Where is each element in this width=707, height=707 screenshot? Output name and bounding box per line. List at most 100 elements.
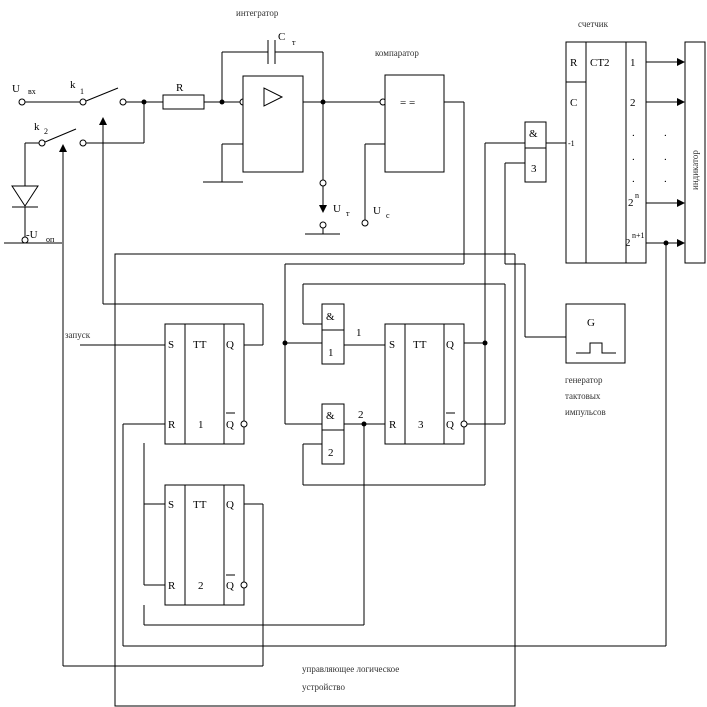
- and1-output-label: 1: [356, 327, 362, 339]
- ff3-s: S: [389, 339, 395, 351]
- ff3-qn: Q: [446, 419, 454, 431]
- k1-contact-left: [79, 98, 87, 106]
- and2-number: 2: [328, 447, 334, 459]
- integrator-caption: интегратор: [236, 8, 279, 18]
- ff2-s: S: [168, 499, 174, 511]
- indicator-block: [684, 41, 706, 264]
- indicator-caption: индикатор: [690, 150, 700, 190]
- counter-clock: C: [570, 97, 577, 109]
- ff3-tt: TT: [413, 339, 427, 351]
- ff1-tt: TT: [193, 339, 207, 351]
- u-ref-label: -U: [26, 229, 38, 241]
- ff2-tt: TT: [193, 499, 207, 511]
- comparator-symbol: = =: [400, 97, 415, 109]
- ff1-s: S: [168, 339, 174, 351]
- u-ref-sub: оп: [46, 235, 55, 244]
- ff3-number: 3: [418, 419, 424, 431]
- counter-out-n1: 2: [625, 237, 631, 249]
- generator-symbol: G: [587, 317, 595, 329]
- indicator-dot: .: [664, 173, 667, 185]
- counter-enable: -1: [568, 139, 575, 148]
- ff2-q: Q: [226, 499, 234, 511]
- counter-dot: .: [632, 127, 635, 139]
- indicator-dot: .: [664, 127, 667, 139]
- indicator-section: индикатор: [684, 41, 706, 264]
- generator-caption-2: тактовых: [565, 391, 601, 401]
- counter-out-1: 1: [630, 57, 636, 69]
- counter-out-n1-sup: n+1: [632, 231, 645, 240]
- k2-sub: 2: [44, 127, 48, 136]
- comparator-section: компаратор = = U с: [284, 48, 465, 343]
- ff1-number: 1: [198, 419, 204, 431]
- ff2-r: R: [168, 580, 176, 592]
- resistor-r: [162, 94, 205, 110]
- generator-caption-3: импульсов: [565, 407, 606, 417]
- u-c-label: U: [373, 205, 381, 217]
- ff1-r: R: [168, 419, 176, 431]
- and1-symbol: &: [326, 311, 335, 323]
- control-logic-caption-1: управляющее логическое: [302, 664, 399, 674]
- k2-contact-right: [79, 139, 87, 147]
- generator-section: G генератор тактовых импульсов: [504, 192, 626, 417]
- k1-switch: [85, 87, 119, 102]
- integrator-opamp-block: [242, 75, 304, 173]
- control-logic-caption-2: устройство: [302, 682, 345, 692]
- u-in-terminal: [18, 98, 26, 106]
- capacitor-sub: т: [292, 38, 296, 47]
- resistor-label: R: [176, 82, 184, 94]
- diode-icon: [11, 185, 39, 207]
- counter-out-2: 2: [630, 97, 636, 109]
- integrator-section: интегратор R C т U т: [162, 8, 380, 235]
- ff3-q: Q: [446, 339, 454, 351]
- counter-caption: счетчик: [578, 19, 609, 29]
- counter-out-n: 2: [628, 197, 634, 209]
- and2-output-label: 2: [358, 409, 364, 421]
- clock-generator-block: [565, 303, 626, 364]
- input-section: U вх k 1 k 2 -U оп: [4, 79, 165, 666]
- k1-label: k: [70, 79, 76, 91]
- and3-symbol: &: [529, 128, 538, 140]
- counter-title: CT2: [590, 57, 610, 69]
- and1-block: [321, 303, 345, 365]
- flipflop-1: [164, 323, 245, 445]
- k2-label: k: [34, 121, 40, 133]
- indicator-dot: .: [664, 151, 667, 163]
- flipflop-2: [164, 484, 245, 606]
- counter-out-n-sup: n: [635, 191, 639, 200]
- pulse-icon: [576, 342, 616, 354]
- u-in-label: U: [12, 83, 20, 95]
- start-caption: запуск: [65, 330, 91, 340]
- k2-switch: [44, 128, 77, 143]
- and2-symbol: &: [326, 410, 335, 422]
- ff1-q: Q: [226, 339, 234, 351]
- comparator-caption: компаратор: [375, 48, 419, 58]
- control-logic-section: запуск S R TT 1 Q Q S R TT 2 Q Q: [63, 253, 516, 707]
- u-t-sub: т: [346, 209, 350, 218]
- counter-dot: .: [632, 173, 635, 185]
- counter-section: счетчик R C -1 CT2 1 2 . . . 2 n 2 n+1 .…: [122, 19, 685, 647]
- k1-sub: 1: [80, 87, 84, 96]
- opamp-triangle-icon: [263, 87, 284, 107]
- capacitor-label: C: [278, 31, 285, 43]
- and3-block: [524, 121, 547, 183]
- u-in-sub: вх: [28, 87, 36, 96]
- ff3-r: R: [389, 419, 397, 431]
- counter-reset: R: [570, 57, 578, 69]
- and2-block: [321, 403, 345, 465]
- generator-caption-1: генератор: [565, 375, 603, 385]
- counter-block: [565, 41, 647, 264]
- ff2-number: 2: [198, 580, 204, 592]
- k2-contact-left: [38, 139, 46, 147]
- ff2-qn: Q: [226, 580, 234, 592]
- and3-number: 3: [531, 163, 537, 175]
- counter-dot: .: [632, 151, 635, 163]
- comparator-block: [384, 74, 445, 173]
- flipflop-3: [384, 323, 465, 445]
- k1-contact-right: [119, 98, 127, 106]
- ff1-qn: Q: [226, 419, 234, 431]
- u-t-label: U: [333, 203, 341, 215]
- and1-number: 1: [328, 347, 334, 359]
- and3-gate: & 3: [484, 121, 566, 343]
- u-c-sub: с: [386, 211, 390, 220]
